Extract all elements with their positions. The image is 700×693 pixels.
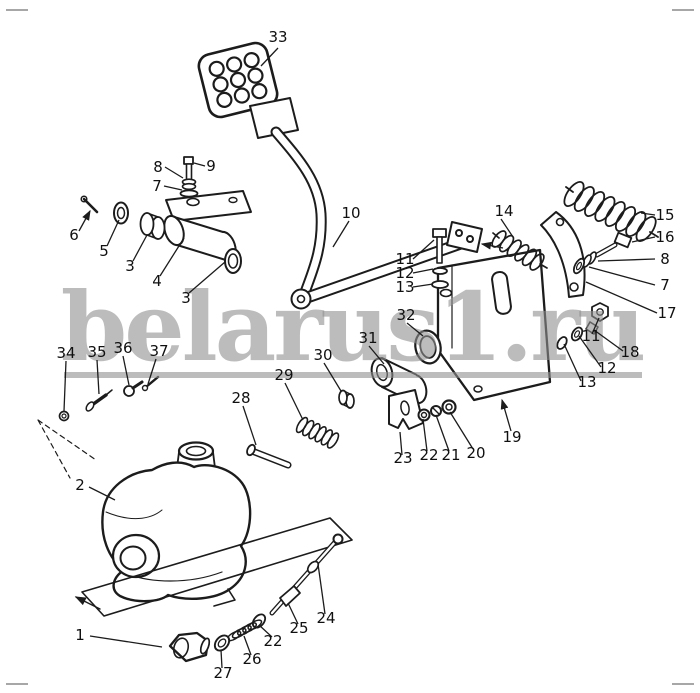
part-label-6: 6 [69, 226, 79, 244]
part-label-8: 8 [153, 158, 163, 176]
part-label-24: 24 [316, 609, 335, 627]
part-label-3: 3 [125, 257, 135, 275]
part-label-15: 15 [655, 206, 674, 224]
mounting-plane [74, 517, 353, 617]
bolt-washer-set-top [431, 228, 449, 289]
part-label-11: 11 [581, 327, 600, 345]
pedal-pad [197, 41, 299, 139]
part-label-37: 37 [149, 342, 168, 360]
part-label-20: 20 [466, 444, 485, 462]
part-label-35: 35 [87, 343, 106, 361]
part-label-33: 33 [268, 28, 287, 46]
part-label-22: 22 [263, 632, 282, 650]
part-label-9: 9 [206, 157, 216, 175]
part-label-34: 34 [56, 344, 75, 362]
part-label-1: 1 [75, 626, 85, 644]
part-label-27: 27 [213, 664, 232, 682]
part-label-25: 25 [289, 619, 308, 637]
part-label-10: 10 [341, 204, 360, 222]
watermark-text: belarus1.ru [61, 272, 643, 383]
part-label-32: 32 [396, 306, 415, 324]
valve-body [101, 441, 252, 607]
part-label-31: 31 [358, 329, 377, 347]
part-label-13: 13 [577, 373, 596, 391]
part-label-23: 23 [393, 449, 412, 467]
part-label-29: 29 [274, 366, 293, 384]
part-label-3: 3 [181, 289, 191, 307]
part-label-11: 11 [395, 250, 414, 268]
corner-marks [6, 9, 694, 685]
part-label-22: 22 [419, 446, 438, 464]
part-label-5: 5 [99, 242, 109, 260]
part-label-13: 13 [395, 278, 414, 296]
leader-lines [63, 47, 658, 669]
part-label-18: 18 [620, 343, 639, 361]
part-label-16: 16 [655, 228, 674, 246]
part-label-26: 26 [242, 650, 261, 668]
part-label-7: 7 [660, 276, 670, 294]
return-spring-large [563, 181, 659, 242]
drawing [37, 41, 659, 663]
mount-bracket-assembly [80, 156, 252, 274]
rod-assembly [168, 533, 344, 663]
part-label-2: 2 [75, 476, 85, 494]
pedal-arm [270, 126, 327, 304]
bolt16-washers [572, 231, 633, 275]
part-label-14: 14 [494, 202, 513, 220]
lever [540, 211, 586, 298]
rod-spring [226, 619, 263, 642]
part-label-21: 21 [441, 446, 460, 464]
part-label-7: 7 [152, 177, 162, 195]
part-label-12: 12 [597, 359, 616, 377]
part-label-28: 28 [231, 389, 250, 407]
watermark: belarus1.ru [61, 272, 646, 383]
cam-spring [295, 416, 340, 449]
part-label-30: 30 [313, 346, 332, 364]
part-label-17: 17 [657, 304, 676, 322]
small-fittings-left [37, 375, 160, 479]
part-label-8: 8 [660, 250, 670, 268]
part-label-36: 36 [113, 339, 132, 357]
part-label-12: 12 [395, 264, 414, 282]
return-spring-small [491, 230, 548, 271]
part-label-19: 19 [502, 428, 521, 446]
part-label-4: 4 [152, 272, 162, 290]
